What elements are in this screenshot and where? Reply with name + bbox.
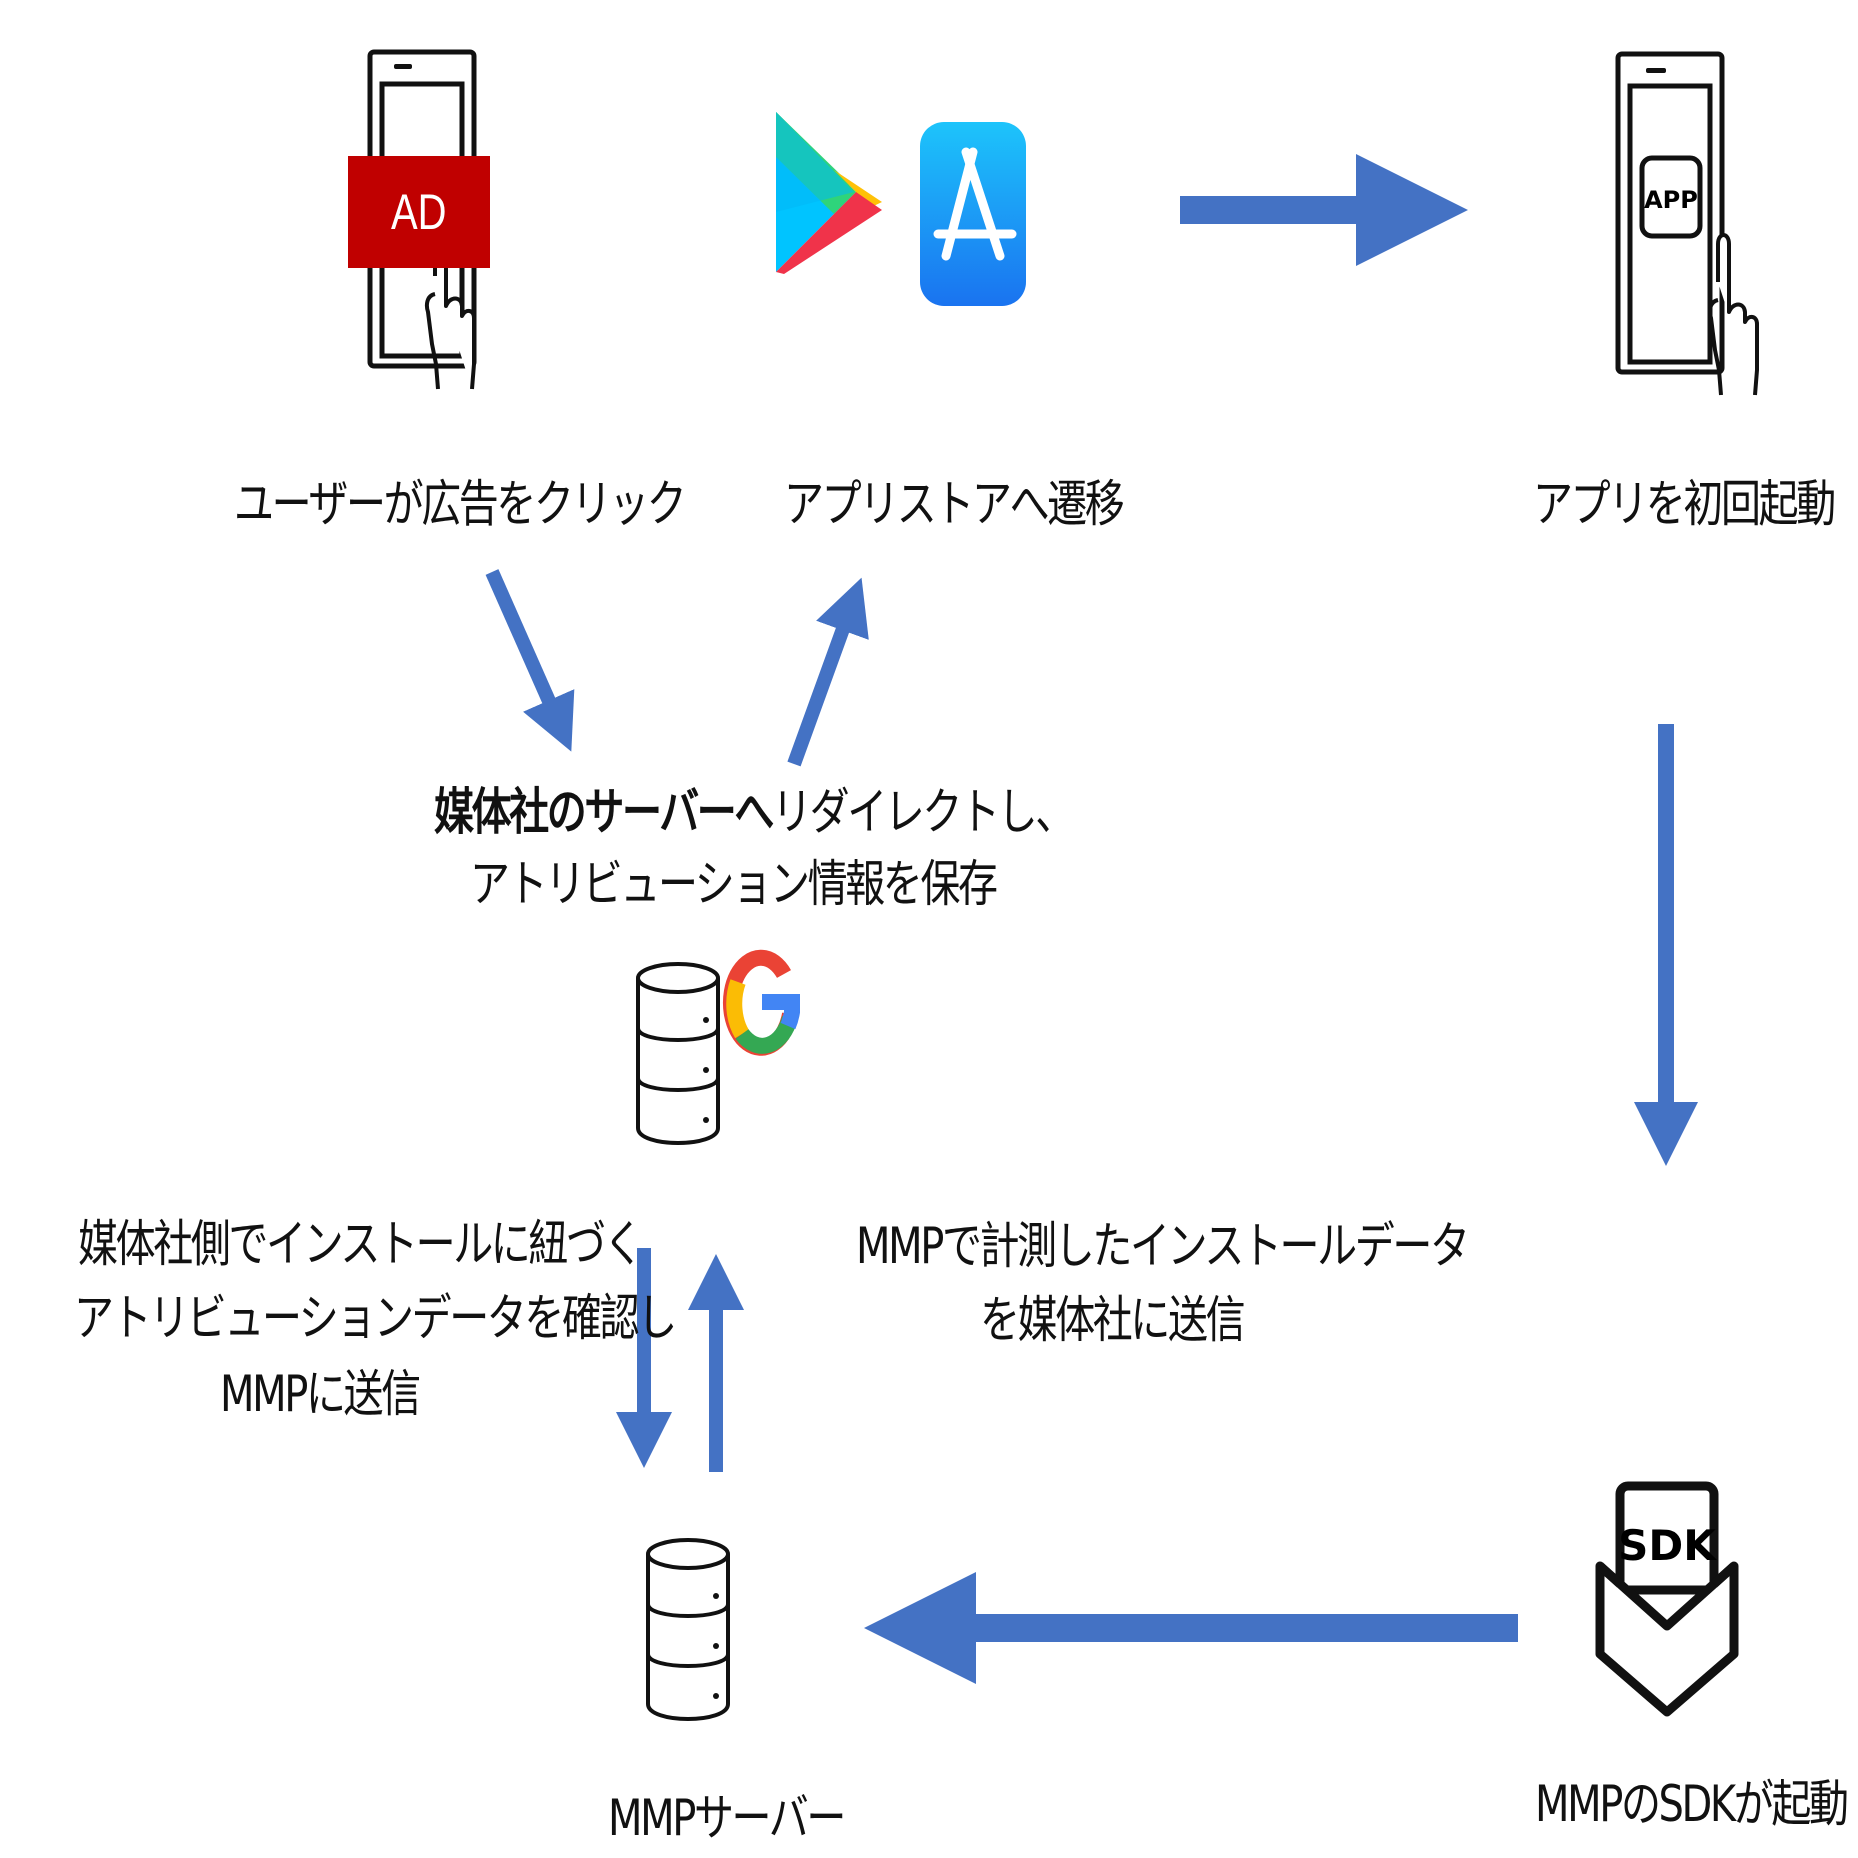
- sdk-envelope-icon: SDK: [1595, 1481, 1739, 1717]
- sdk-badge-text: SDK: [1618, 1521, 1717, 1570]
- redirect-label-bold: 媒体社のサーバーへ: [434, 783, 774, 841]
- arrow-server-to-store: [787, 577, 869, 767]
- mmp-send-line1: MMPで計測したインストールデータ: [856, 1217, 1470, 1275]
- first-launch-label: アプリを初回起動: [1533, 475, 1836, 533]
- click-ad-label: ユーザーが広告をクリック: [234, 475, 687, 533]
- media-confirm-line2: アトリビューションデータを確認し: [74, 1289, 677, 1347]
- mmp-server-label: MMPサーバー: [608, 1789, 846, 1847]
- mmp-send-line2: を媒体社に送信: [980, 1291, 1246, 1349]
- ad-badge-text: AD: [391, 184, 447, 240]
- mmp-server-database-icon: [646, 1538, 730, 1721]
- google-play-icon: [776, 112, 882, 274]
- media-server-database-icon: [636, 962, 720, 1145]
- google-logo-icon: [722, 949, 800, 1056]
- app-badge-text: APP: [1644, 186, 1698, 214]
- redirect-label-line2: アトリビューション情報を保存: [470, 855, 998, 913]
- sdk-launch-label: MMPのSDKが起動: [1535, 1775, 1849, 1833]
- app-store-icon: [920, 122, 1026, 306]
- arrow-click-to-server: [485, 569, 575, 752]
- to-store-label: アプリストアへ遷移: [784, 475, 1125, 533]
- media-confirm-line3: MMPに送信: [220, 1365, 421, 1423]
- redirect-label: 媒体社のサーバーへリダイレクトし、: [434, 776, 1075, 849]
- phone-app-icon: APP: [1615, 51, 1759, 396]
- redirect-label-rest: リダイレクトし、: [772, 783, 1075, 841]
- ad-banner: AD: [348, 156, 490, 268]
- media-confirm-line1: 媒体社側でインストールに紐づく: [78, 1215, 644, 1273]
